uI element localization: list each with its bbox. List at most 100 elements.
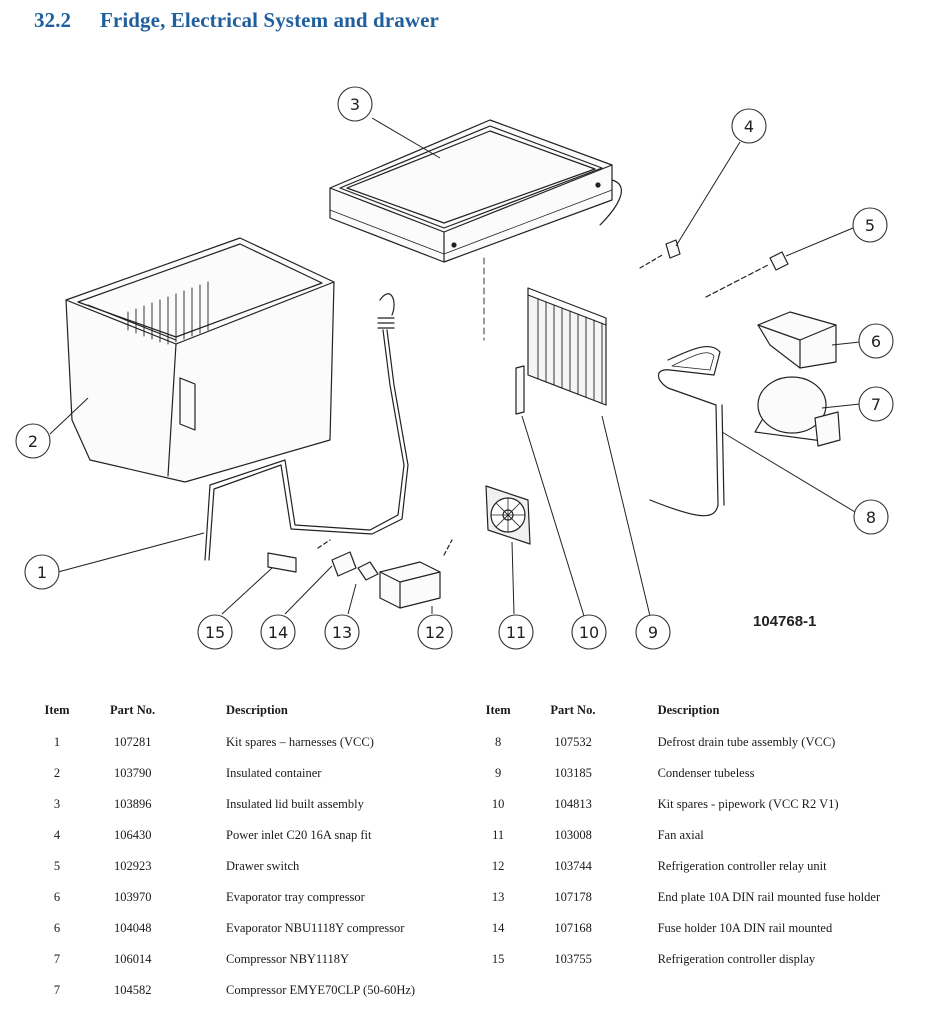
cell-item: 7 xyxy=(53,983,61,997)
cell-part-no: 107532 xyxy=(554,735,592,749)
cell-description: Fuse holder 10A DIN rail mounted xyxy=(657,921,833,935)
cell-description: Refrigeration controller relay unit xyxy=(657,859,827,873)
callout-11 xyxy=(498,614,534,650)
controller-display-drawing xyxy=(267,552,297,573)
cell-item: 2 xyxy=(53,766,61,780)
header-part-no: Part No. xyxy=(110,703,156,717)
cell-item: 6 xyxy=(53,890,61,904)
callout-9 xyxy=(635,614,671,650)
header-description: Description xyxy=(657,703,720,717)
wiring-harness-drawing xyxy=(204,293,409,561)
cell-description: Fan axial xyxy=(657,828,704,842)
cell-part-no: 107178 xyxy=(554,890,592,904)
callout-label: 9 xyxy=(648,623,658,642)
callout-4 xyxy=(731,108,767,144)
cell-item: 10 xyxy=(491,797,505,811)
cell-part-no: 103755 xyxy=(554,952,592,966)
cell-item: 14 xyxy=(491,921,505,935)
condenser-drawing xyxy=(527,287,607,406)
cell-item: 15 xyxy=(491,952,505,966)
header-part-no: Part No. xyxy=(550,703,596,717)
parts-table-right: Item Part No. Description 8 107532 Defrost… xyxy=(478,703,932,983)
cell-part-no: 103744 xyxy=(554,859,592,873)
fan-drawing xyxy=(485,485,531,545)
section-number: 32.2 xyxy=(34,8,72,32)
cell-item: 7 xyxy=(53,952,61,966)
section-title: Fridge, Electrical System and drawer xyxy=(100,8,439,32)
callout-7 xyxy=(858,386,894,422)
cell-part-no: 106014 xyxy=(114,952,152,966)
cell-description: Evaporator NBU1118Y compressor xyxy=(226,921,405,935)
drawing-number: 104768-1 xyxy=(753,613,817,630)
header-item: Item xyxy=(44,703,70,717)
callout-1 xyxy=(24,554,60,590)
cell-part-no: 104813 xyxy=(554,797,592,811)
table-row: 6 103970 Evaporator tray compressor xyxy=(36,890,496,921)
callout-3 xyxy=(337,86,373,122)
cell-part-no: 107281 xyxy=(114,735,152,749)
callout-label: 15 xyxy=(205,623,225,642)
callout-5 xyxy=(852,207,888,243)
table-row: 11 103008 Fan axial xyxy=(478,828,932,859)
callout-12 xyxy=(417,614,453,650)
table-row: 13 107178 End plate 10A DIN rail mounted f… xyxy=(478,890,932,921)
cell-description: End plate 10A DIN rail mounted fuse hold… xyxy=(657,890,881,904)
table-row: 7 104582 Compressor EMYE70CLP (50-60Hz) xyxy=(36,983,496,1014)
cell-item: 12 xyxy=(491,859,505,873)
table-row: 10 104813 Kit spares - pipework (VCC R2 V1… xyxy=(478,797,932,828)
callout-10 xyxy=(571,614,607,650)
cell-description: Compressor EMYE70CLP (50-60Hz) xyxy=(226,983,416,997)
table-header-row: Item Part No. Description xyxy=(36,703,496,735)
callout-label: 14 xyxy=(268,623,288,642)
relay-unit-drawing xyxy=(379,539,453,609)
callout-label: 8 xyxy=(866,508,876,527)
cell-item: 13 xyxy=(491,890,505,904)
cell-description: Compressor NBY1118Y xyxy=(226,952,350,966)
table-row: 1 107281 Kit spares – harnesses (VCC) xyxy=(36,735,496,766)
end-plate-drawing xyxy=(357,561,379,581)
callout-8 xyxy=(853,499,889,535)
cell-description: Kit spares – harnesses (VCC) xyxy=(226,735,374,749)
evaporator-tray-drawing xyxy=(757,311,837,369)
cell-part-no: 103185 xyxy=(554,766,592,780)
callout-label: 1 xyxy=(37,563,47,582)
cell-part-no: 103790 xyxy=(114,766,152,780)
drain-tube-drawing xyxy=(649,346,725,517)
table-row: 14 107168 Fuse holder 10A DIN rail mounted xyxy=(478,921,932,952)
cell-item: 8 xyxy=(495,735,502,749)
cell-part-no: 103896 xyxy=(114,797,152,811)
cell-part-no: 107168 xyxy=(554,921,592,935)
cell-part-no: 102923 xyxy=(114,859,152,873)
callout-label: 2 xyxy=(28,432,38,451)
header-description: Description xyxy=(226,703,288,717)
cell-description: Kit spares - pipework (VCC R2 V1) xyxy=(657,797,839,811)
cell-part-no: 104582 xyxy=(114,983,152,997)
fuse-holder-drawing xyxy=(317,539,357,577)
cell-description: Refrigeration controller display xyxy=(657,952,816,966)
callout-15 xyxy=(197,614,233,650)
insulated-container-drawing xyxy=(65,237,335,483)
cell-part-no: 106430 xyxy=(114,828,152,842)
cell-description: Condenser tubeless xyxy=(657,766,755,780)
cell-item: 1 xyxy=(53,735,61,749)
callout-label: 6 xyxy=(871,332,881,351)
cell-item: 11 xyxy=(492,828,505,842)
callout-label: 4 xyxy=(744,117,754,136)
table-header-row: Item Part No. Description xyxy=(478,703,932,735)
cell-description: Defrost drain tube assembly (VCC) xyxy=(657,735,836,749)
cell-part-no: 103008 xyxy=(554,828,592,842)
table-row: 15 103755 Refrigeration controller display xyxy=(478,952,932,983)
callout-label: 7 xyxy=(871,395,881,414)
cell-description: Evaporator tray compressor xyxy=(226,890,365,904)
cell-part-no: 104048 xyxy=(114,921,152,935)
cell-item: 5 xyxy=(53,859,61,873)
header-item: Item xyxy=(485,703,511,717)
cell-item: 4 xyxy=(53,828,61,842)
cell-item: 3 xyxy=(53,797,61,811)
parts-table-left: Item Part No. Description 1 107281 Kit spa… xyxy=(36,703,496,1014)
cell-part-no: 103970 xyxy=(114,890,152,904)
